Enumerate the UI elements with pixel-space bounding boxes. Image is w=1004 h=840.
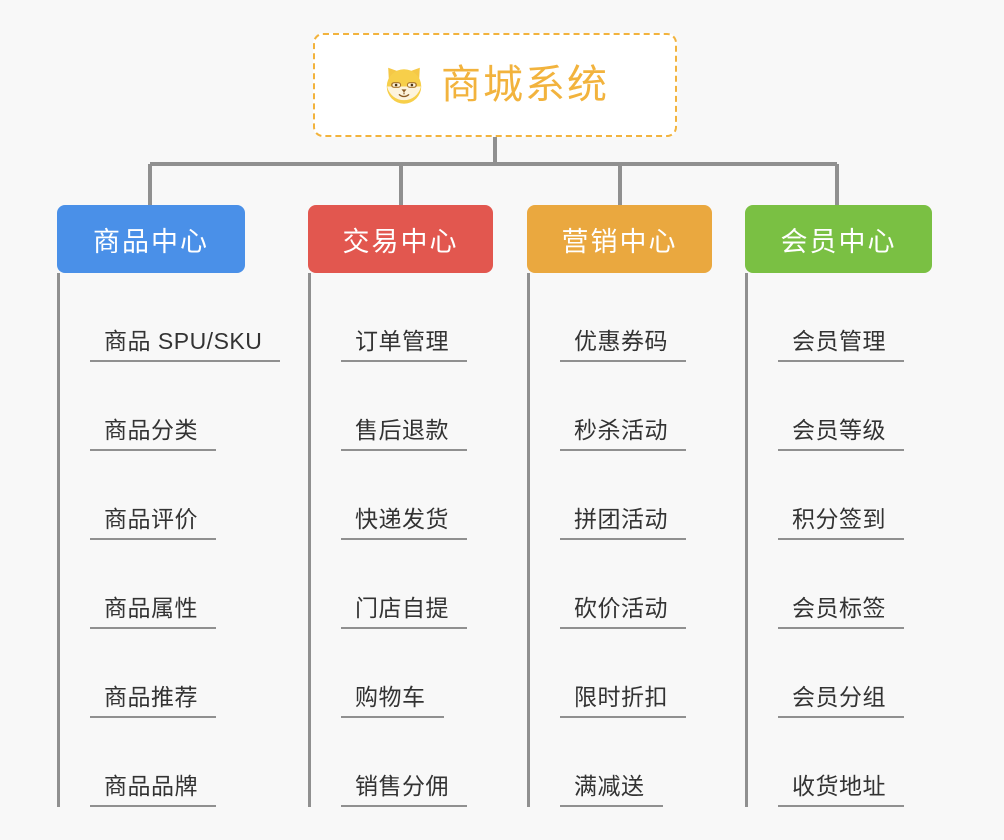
leaf-item-underline: 砍价活动 xyxy=(560,540,686,629)
leaf-item[interactable]: 商品评价 xyxy=(76,451,280,540)
leaf-item-label: 限时折扣 xyxy=(574,683,668,710)
leaf-item-label: 收货地址 xyxy=(792,772,886,799)
leaf-item-underline: 商品 SPU/SKU xyxy=(90,273,281,362)
leaf-item-label: 会员标签 xyxy=(792,594,886,621)
leaf-item[interactable]: 商品推荐 xyxy=(76,629,280,718)
leaf-item[interactable]: 商品品牌 xyxy=(76,718,280,807)
leaf-item-underline: 订单管理 xyxy=(341,273,467,362)
leaf-item-underline: 会员分组 xyxy=(778,629,904,718)
branch-header-trade-center[interactable]: 交易中心 xyxy=(308,205,493,273)
leaf-item[interactable]: 快递发货 xyxy=(327,451,493,540)
leaf-item-underline: 收货地址 xyxy=(778,718,904,807)
leaf-item-label: 订单管理 xyxy=(355,327,449,354)
leaf-item-label: 拼团活动 xyxy=(574,505,668,532)
branch-items-2: 订单管理售后退款快递发货门店自提购物车销售分佣 xyxy=(308,273,493,807)
leaf-item-label: 会员分组 xyxy=(792,683,886,710)
leaf-item-underline: 商品分类 xyxy=(90,362,216,451)
leaf-item-underline: 售后退款 xyxy=(341,362,467,451)
leaf-item-label: 商品分类 xyxy=(104,416,198,443)
leaf-item-underline: 秒杀活动 xyxy=(560,362,686,451)
leaf-item-label: 购物车 xyxy=(355,683,426,710)
leaf-item-label: 满减送 xyxy=(574,772,645,799)
leaf-item[interactable]: 会员分组 xyxy=(764,629,932,718)
branch-column-3: 营销中心 优惠券码秒杀活动拼团活动砍价活动限时折扣满减送 xyxy=(527,205,712,807)
branch-column-1: 商品中心 商品 SPU/SKU 商品分类商品评价商品属性商品推荐商品品牌 xyxy=(57,205,281,807)
leaf-item-label: 快递发货 xyxy=(355,505,449,532)
leaf-item-underline: 积分签到 xyxy=(778,451,904,540)
leaf-item[interactable]: 门店自提 xyxy=(327,540,493,629)
leaf-item-label: 秒杀活动 xyxy=(574,416,668,443)
leaf-item[interactable]: 积分签到 xyxy=(764,451,932,540)
leaf-item-underline: 限时折扣 xyxy=(560,629,686,718)
leaf-item[interactable]: 砍价活动 xyxy=(546,540,712,629)
leaf-item[interactable]: 会员标签 xyxy=(764,540,932,629)
leaf-item[interactable]: 收货地址 xyxy=(764,718,932,807)
leaf-item-underline: 商品推荐 xyxy=(90,629,216,718)
leaf-item-underline: 满减送 xyxy=(560,718,663,807)
branch-items-3: 优惠券码秒杀活动拼团活动砍价活动限时折扣满减送 xyxy=(527,273,712,807)
branch-column-4: 会员中心 会员管理会员等级积分签到会员标签会员分组收货地址 xyxy=(745,205,932,807)
leaf-item-label: 会员等级 xyxy=(792,416,886,443)
leaf-item-underline: 会员等级 xyxy=(778,362,904,451)
leaf-item-underline: 商品品牌 xyxy=(90,718,216,807)
leaf-item[interactable]: 购物车 xyxy=(327,629,493,718)
leaf-item-label: 砍价活动 xyxy=(574,594,668,621)
leaf-item[interactable]: 销售分佣 xyxy=(327,718,493,807)
leaf-item-label: 优惠券码 xyxy=(574,327,668,354)
root-node[interactable]: 商城系统 xyxy=(313,33,677,137)
leaf-item-underline: 商品评价 xyxy=(90,451,216,540)
branch-items-1: 商品 SPU/SKU 商品分类商品评价商品属性商品推荐商品品牌 xyxy=(57,273,281,807)
leaf-item[interactable]: 商品属性 xyxy=(76,540,280,629)
leaf-item-underline: 门店自提 xyxy=(341,540,467,629)
leaf-item-underline: 购物车 xyxy=(341,629,444,718)
leaf-item-underline: 商品属性 xyxy=(90,540,216,629)
leaf-item[interactable]: 售后退款 xyxy=(327,362,493,451)
branch-header-product-center[interactable]: 商品中心 xyxy=(57,205,245,273)
branch-items-4: 会员管理会员等级积分签到会员标签会员分组收货地址 xyxy=(745,273,932,807)
leaf-item[interactable]: 秒杀活动 xyxy=(546,362,712,451)
leaf-item[interactable]: 订单管理 xyxy=(327,273,493,362)
leaf-item-label: 售后退款 xyxy=(355,416,449,443)
shiba-dog-face-icon xyxy=(381,62,427,108)
leaf-item-label: 会员管理 xyxy=(792,327,886,354)
leaf-item-label: 销售分佣 xyxy=(355,772,449,799)
leaf-item-underline: 会员管理 xyxy=(778,273,904,362)
root-title: 商城系统 xyxy=(441,63,609,107)
leaf-item-underline: 快递发货 xyxy=(341,451,467,540)
leaf-item-label: 商品评价 xyxy=(104,505,198,532)
leaf-item[interactable]: 拼团活动 xyxy=(546,451,712,540)
leaf-item-underline: 销售分佣 xyxy=(341,718,467,807)
leaf-item-label: 商品属性 xyxy=(104,594,198,621)
leaf-item-underline: 优惠券码 xyxy=(560,273,686,362)
leaf-item[interactable]: 商品分类 xyxy=(76,362,280,451)
leaf-item-underline: 会员标签 xyxy=(778,540,904,629)
leaf-item-label: 积分签到 xyxy=(792,505,886,532)
leaf-item-label: 商品 SPU/SKU xyxy=(104,327,263,354)
leaf-item[interactable]: 会员等级 xyxy=(764,362,932,451)
leaf-item[interactable]: 满减送 xyxy=(546,718,712,807)
branch-header-member-center[interactable]: 会员中心 xyxy=(745,205,932,273)
branch-column-2: 交易中心 订单管理售后退款快递发货门店自提购物车销售分佣 xyxy=(308,205,493,807)
leaf-item-label: 商品品牌 xyxy=(104,772,198,799)
leaf-item[interactable]: 商品 SPU/SKU xyxy=(76,273,281,362)
leaf-item[interactable]: 会员管理 xyxy=(764,273,932,362)
branch-header-marketing-center[interactable]: 营销中心 xyxy=(527,205,712,273)
leaf-item[interactable]: 限时折扣 xyxy=(546,629,712,718)
leaf-item[interactable]: 优惠券码 xyxy=(546,273,712,362)
leaf-item-underline: 拼团活动 xyxy=(560,451,686,540)
leaf-item-label: 商品推荐 xyxy=(104,683,198,710)
leaf-item-label: 门店自提 xyxy=(355,594,449,621)
